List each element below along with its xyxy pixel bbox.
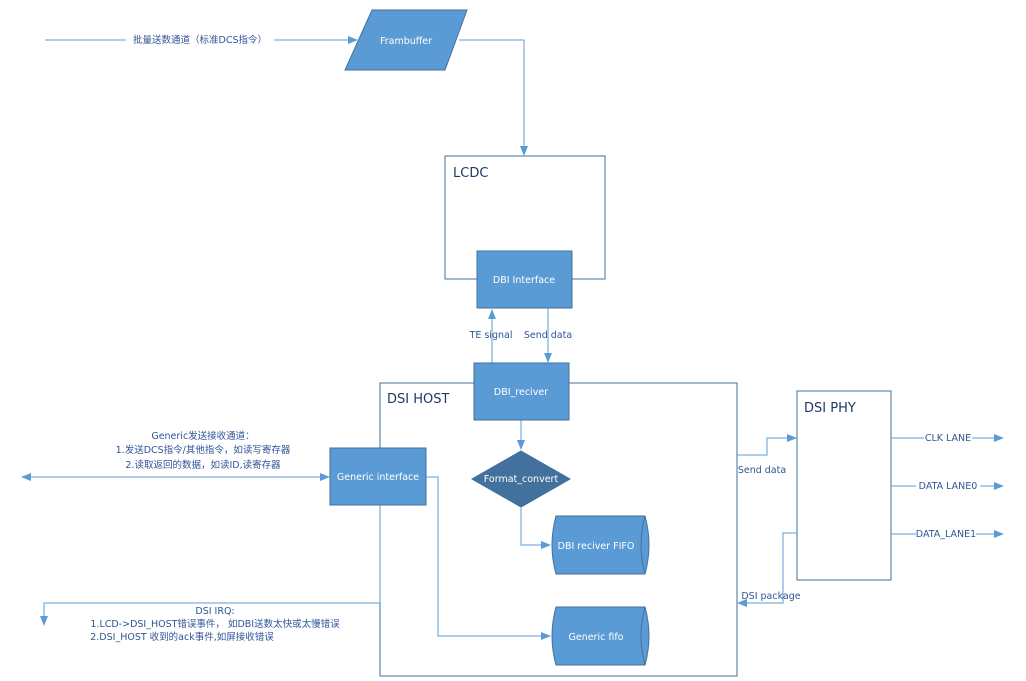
irq-note-line-2: 1.LCD->DSI_HOST错误事件， 如DBI送数太快或太慢错误 — [90, 618, 340, 630]
te-signal-label: TE signal — [469, 330, 513, 341]
dbi-reciver-node — [473, 362, 570, 421]
host-to-phy-arrow — [737, 434, 797, 456]
generic-note-line-2: 1.发送DCS指令/其他指令，如读写寄存器 — [116, 444, 291, 456]
generic-note-line-1: Generic发送接收通道： — [151, 430, 254, 442]
dsi-host-title: DSI HOST — [387, 392, 449, 407]
framebuffer-node — [344, 9, 468, 71]
dsi-phy-title: DSI PHY — [804, 401, 856, 416]
generic-note-line-3: 2.读取返回的数据，如读ID,读寄存器 — [125, 459, 281, 471]
irq-note-line-3: 2.DSI_HOST 收到的ack事件,如屏接收错误 — [90, 631, 274, 643]
lcdc-title: LCDC — [453, 166, 488, 181]
dsi-phy-box — [796, 390, 892, 581]
dbi-interface-label: DBI Interface — [493, 275, 555, 286]
format-convert-node — [470, 450, 572, 508]
generic-fifo-label: Generic fifo — [568, 632, 623, 643]
dsi-package-label: DSI package — [741, 591, 800, 602]
dbi-reciver-fifo-node — [551, 515, 650, 575]
framebuffer-label: Frambuffer — [380, 36, 432, 47]
phy-to-host-arrow — [737, 532, 797, 607]
generic-fifo-node — [551, 606, 650, 666]
generic-interface-label: Generic interface — [337, 472, 419, 483]
data-lane1-label: DATA_LANE1 — [916, 529, 976, 540]
dbi-reciver-fifo-label: DBI reciver FIFO — [558, 541, 635, 552]
format-convert-label: Format_convert — [484, 474, 559, 485]
send-data-right-label: Send data — [738, 465, 786, 476]
convert-to-fifo-arrow — [520, 508, 551, 549]
data-lane0-label: DATA LANE0 — [919, 481, 978, 492]
framebuffer-to-lcdc-arrow — [459, 39, 528, 156]
dbi-interface-node — [476, 250, 573, 309]
irq-arrow — [40, 602, 380, 626]
generic-to-fifo-arrow — [426, 476, 551, 640]
generic-interface-node — [329, 447, 427, 506]
dbi-reciver-label: DBI_reciver — [494, 387, 548, 398]
clk-lane-label: CLK LANE — [925, 433, 971, 444]
send-data-top-label: Send data — [524, 330, 572, 341]
irq-note-line-1: DSI IRQ: — [195, 606, 234, 617]
bulk-channel-label: 批量送数通道（标准DCS指令） — [133, 34, 267, 46]
